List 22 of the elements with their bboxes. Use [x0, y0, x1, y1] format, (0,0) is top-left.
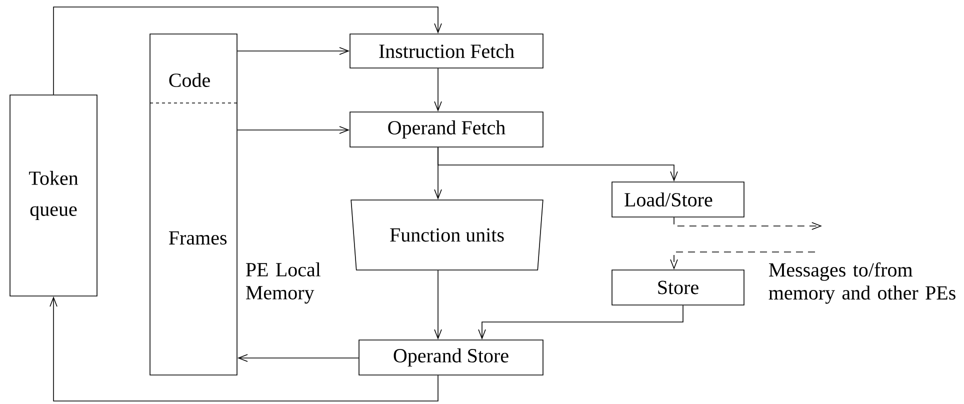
- arrow: [53, 6, 442, 95]
- section-label: Code: [169, 72, 210, 88]
- function-unit-trapezoid: Function units: [350, 200, 544, 270]
- process-box: Instruction Fetch: [350, 34, 544, 68]
- arrow: [237, 126, 350, 134]
- section-label: Frames: [169, 231, 227, 245]
- arrow: [438, 146, 678, 182]
- memory-label: PE Local Memory: [246, 262, 321, 304]
- arrow: [434, 270, 442, 340]
- arrow: [670, 252, 816, 270]
- process-box: Operand Store: [358, 340, 544, 376]
- arrow: [478, 304, 684, 340]
- arrow: [237, 354, 359, 362]
- queue-box: Token queue: [10, 94, 98, 296]
- arrow: [674, 216, 822, 230]
- arrow: [237, 47, 350, 55]
- process-box: Load/Store: [612, 182, 744, 218]
- process-box: Store: [612, 270, 744, 306]
- note-text: Messages to/from memory and other PEs: [768, 262, 956, 304]
- process-box: Operand Fetch: [350, 112, 544, 148]
- arrow: [434, 68, 442, 112]
- arrow: [50, 296, 438, 402]
